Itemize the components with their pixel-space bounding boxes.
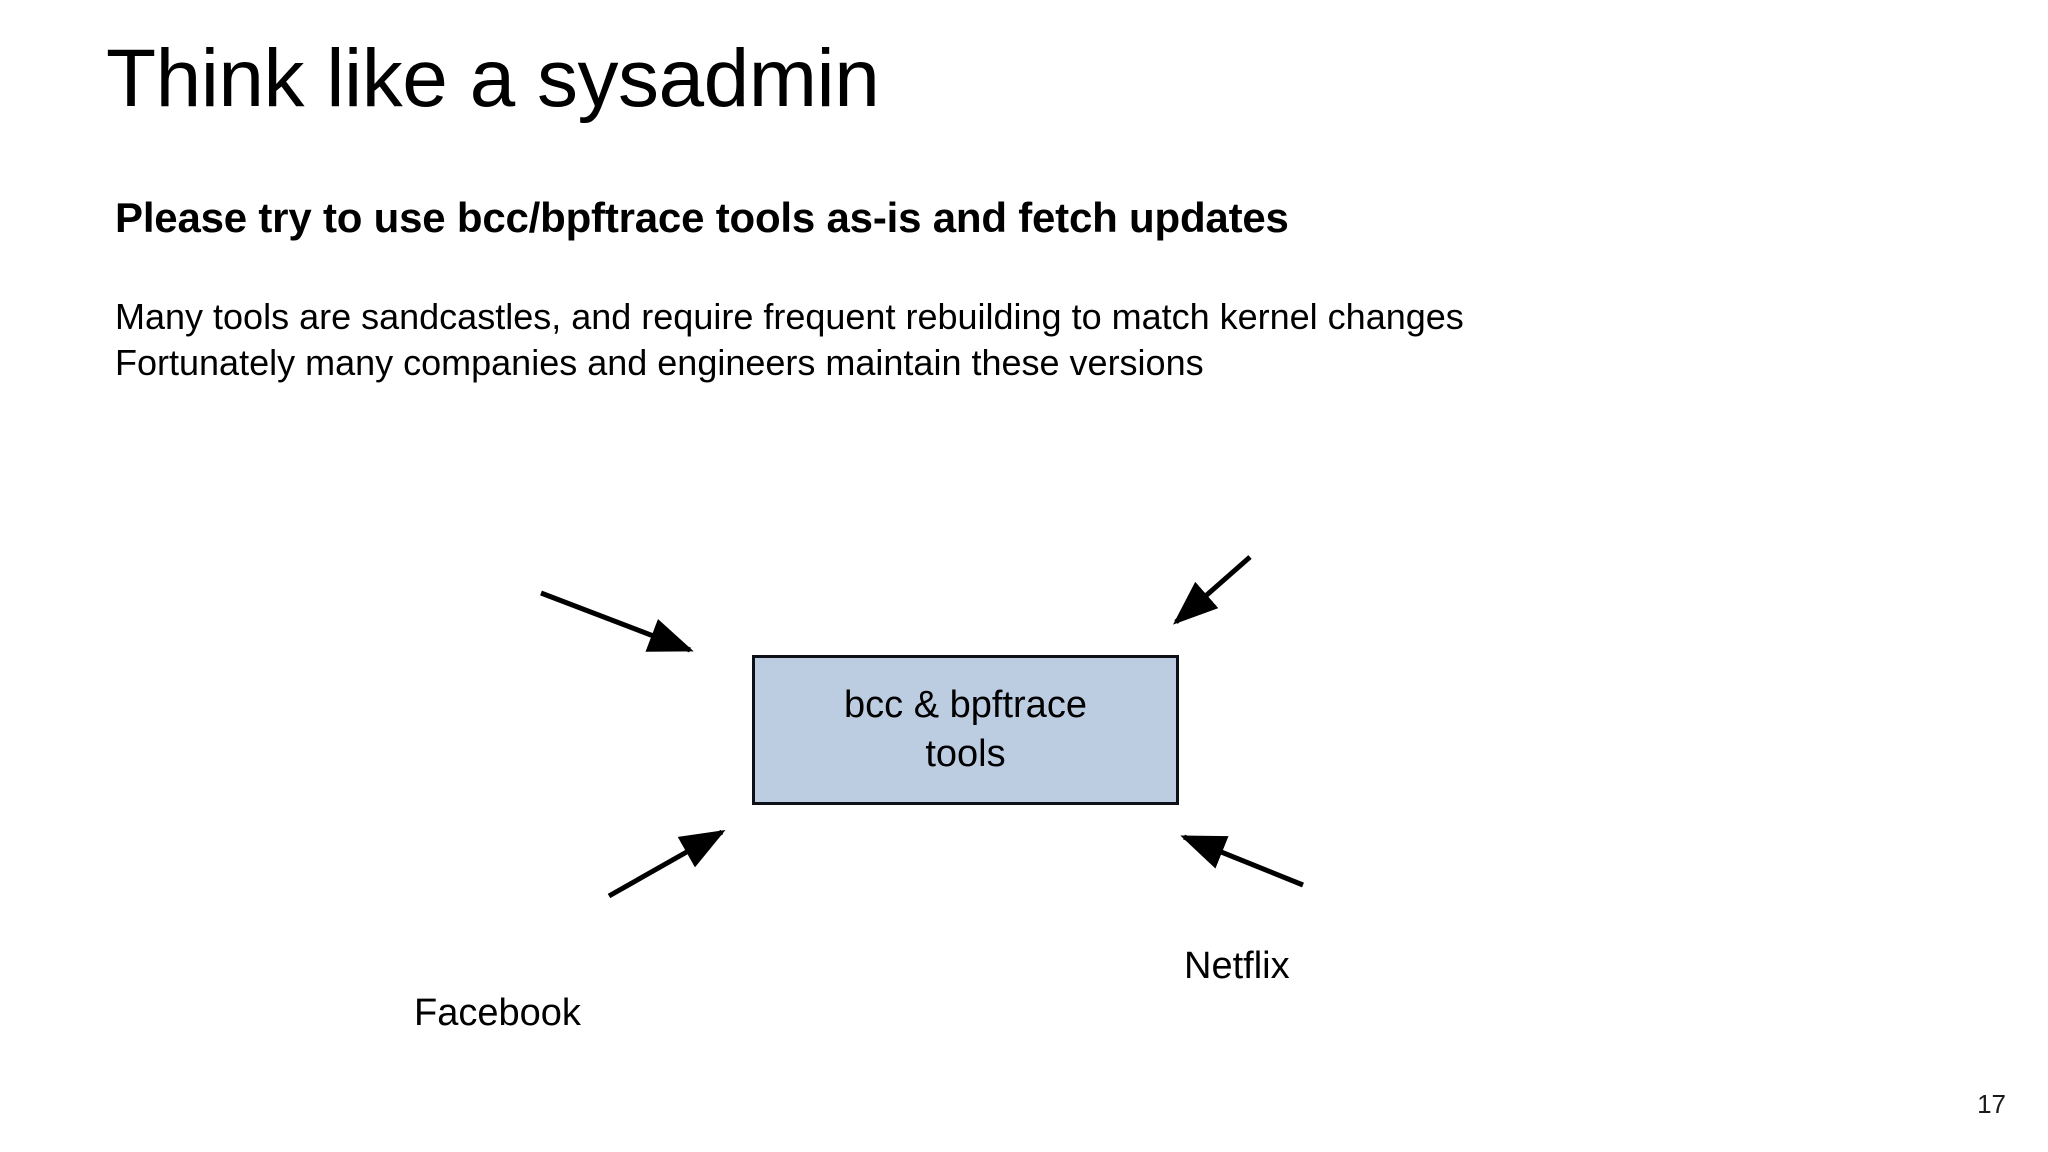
center-node-label: bcc & bpftrace tools [834,681,1097,778]
contributor-label-facebook: Facebook [414,992,581,1034]
page-title: Think like a sysadmin [106,33,880,124]
body-line-2: Fortunately many companies and engineers… [115,341,1204,383]
body-line-1: Many tools are sandcastles, and require … [115,296,1464,337]
contributor-label-netflix: Netflix [1184,945,1290,987]
arrow-isovalent [607,829,726,899]
arrow-many-more [1180,834,1304,888]
center-node-label-line2: tools [925,733,1006,775]
contributors-diagram: bcc & bpftrace tools Facebook Netflix Is… [0,450,2048,1034]
center-node-label-line1: bcc & bpftrace [844,684,1087,727]
slide-subheading: Please try to use bcc/bpftrace tools as-… [115,194,1289,241]
arrow-facebook [540,590,694,653]
arrow-netflix [1172,555,1252,625]
center-node-bcc-bpftrace-tools: bcc & bpftrace tools [752,655,1179,805]
slide-body-text: Many tools are sandcastles, and require … [115,294,1464,385]
page-number: 17 [1977,1089,2006,1119]
diagram-arrows-layer [540,555,1304,899]
